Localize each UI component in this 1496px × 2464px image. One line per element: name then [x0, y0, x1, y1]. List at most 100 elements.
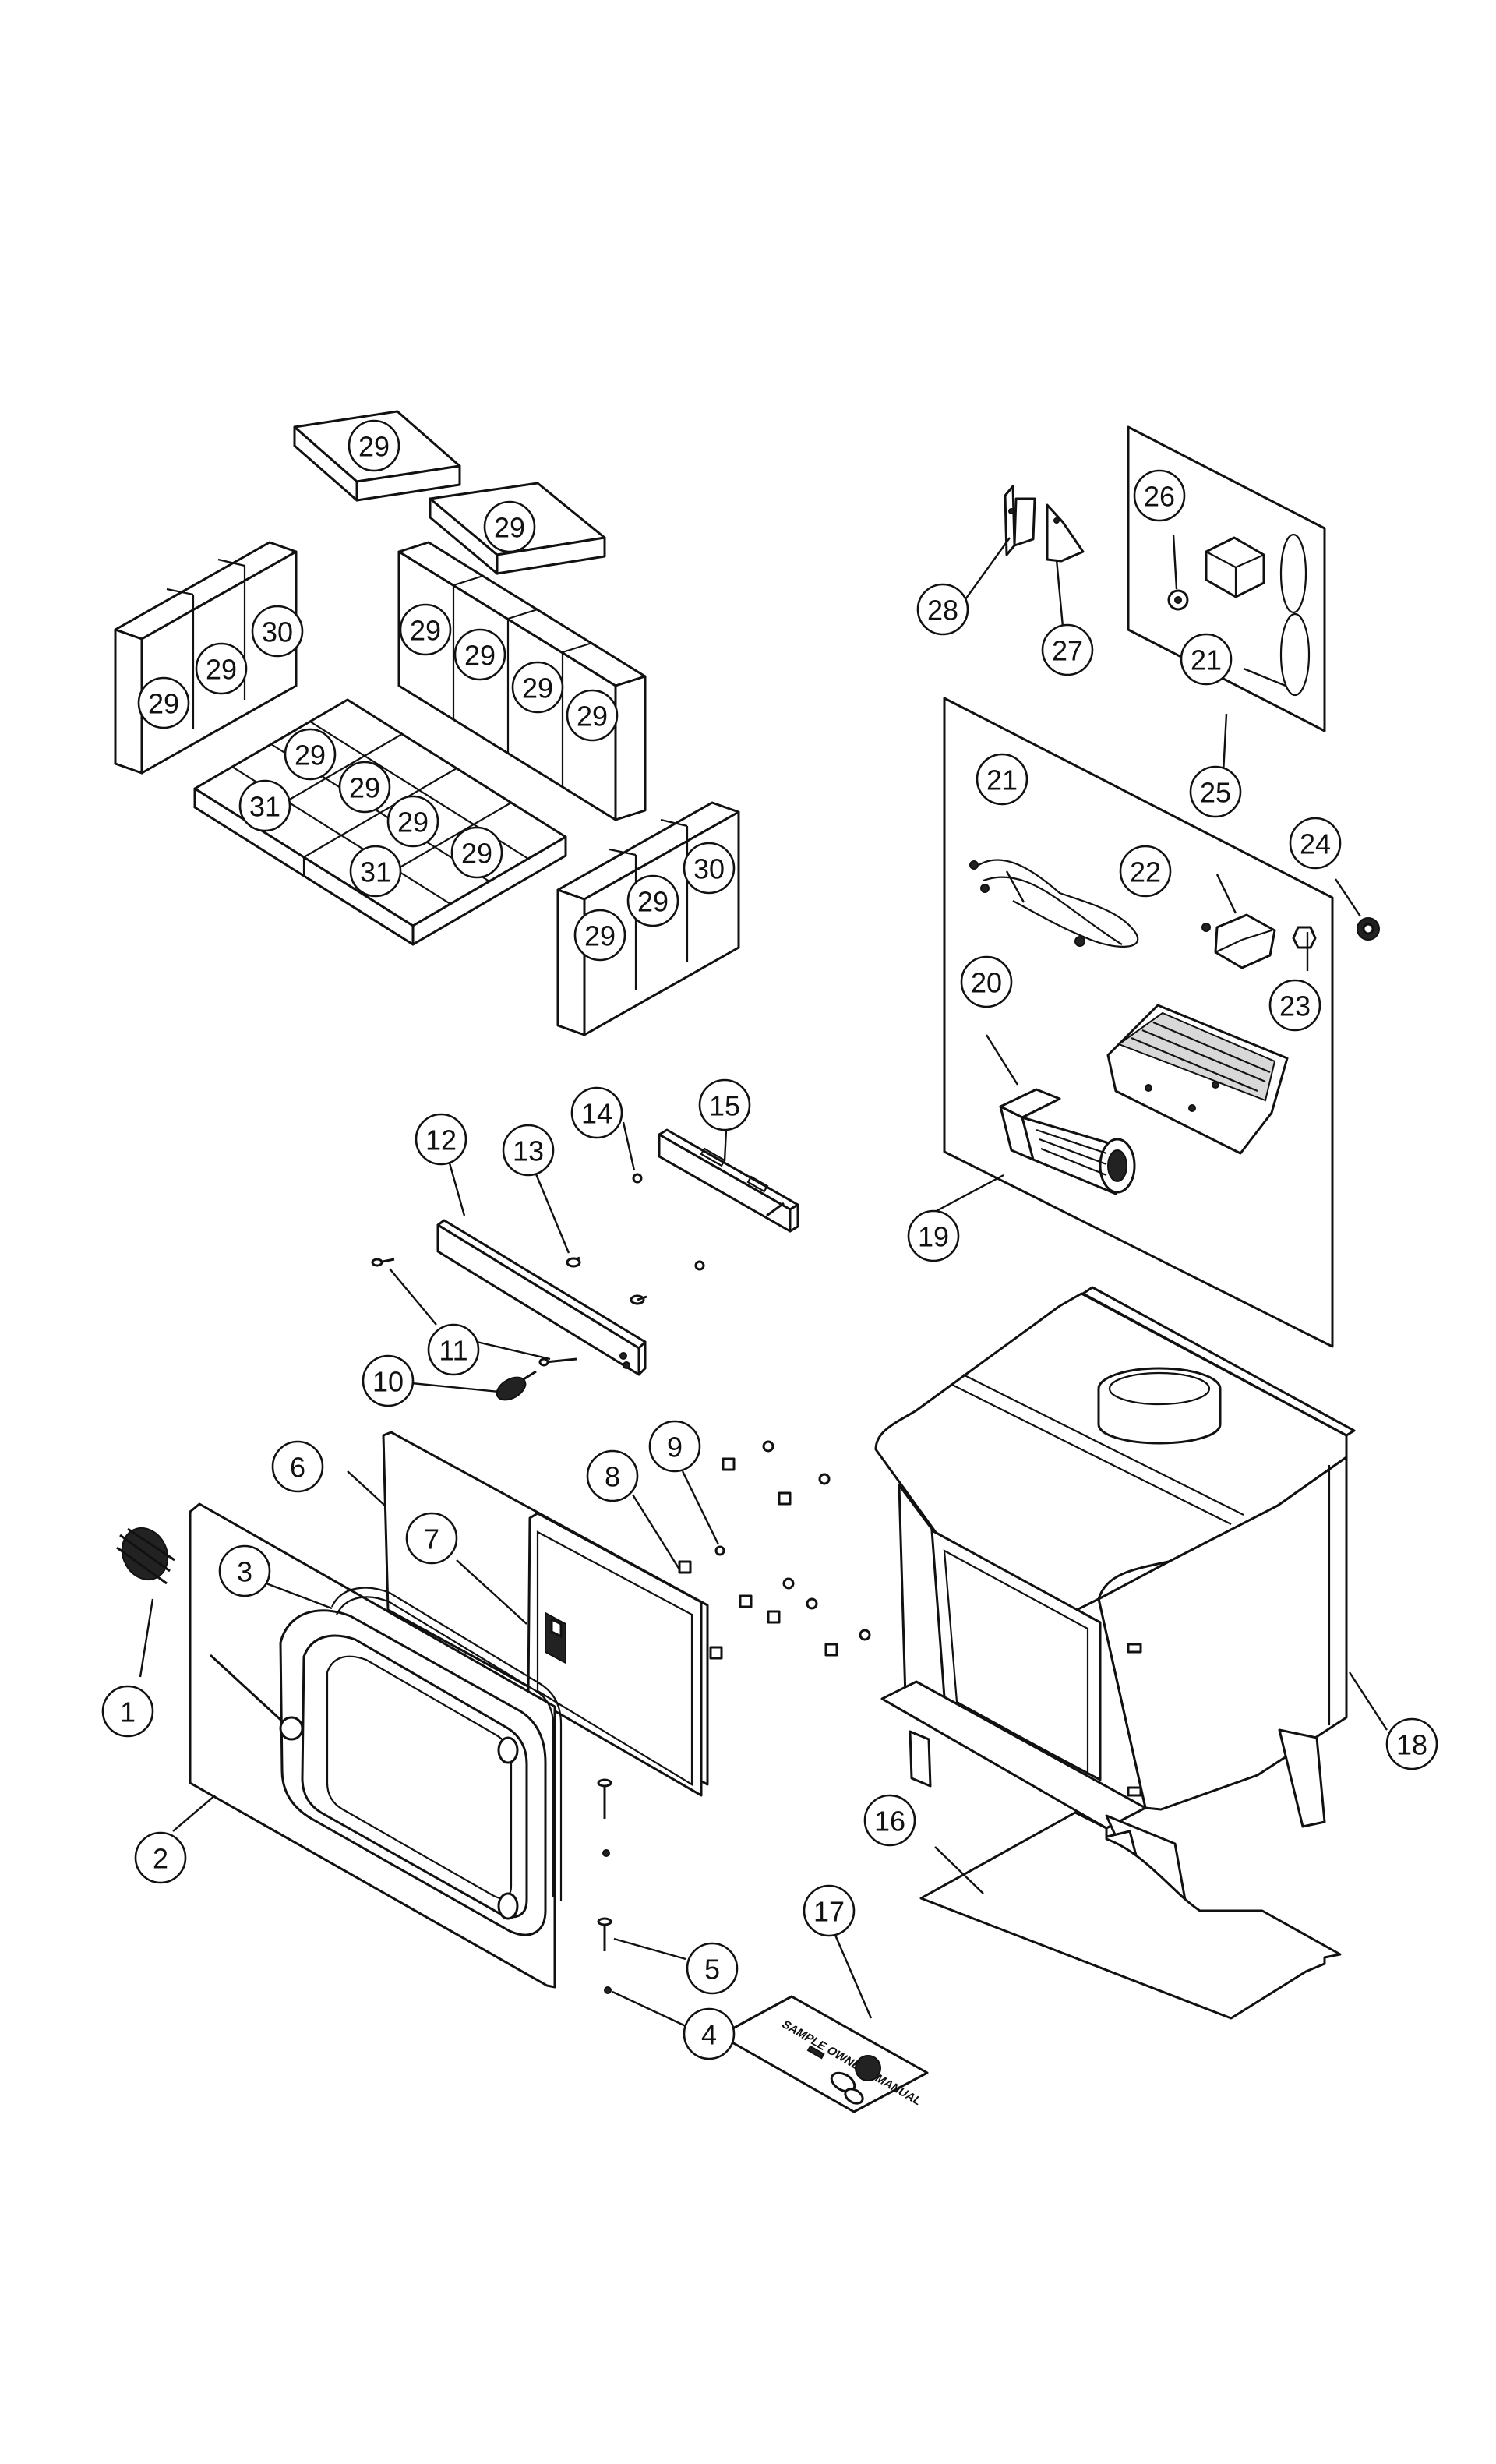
- callout-circle: [1385, 1717, 1438, 1770]
- callout-circle: [362, 1354, 415, 1407]
- callout-circle: [483, 500, 536, 553]
- door-gasket-panel: [347, 1431, 709, 1797]
- callout-circle: [271, 1440, 324, 1493]
- callout-number: 29: [148, 688, 179, 720]
- callout-31: 31: [238, 779, 291, 832]
- callout-circle: [1180, 633, 1233, 686]
- callout-circle: [960, 955, 1013, 1008]
- callout-12: 12: [415, 1113, 468, 1166]
- callout-29: 29: [348, 419, 400, 472]
- firebrick-set: [114, 410, 740, 1036]
- callout-number: 3: [237, 1556, 252, 1588]
- callout-29: 29: [566, 689, 619, 742]
- callout-number: 4: [701, 2019, 717, 2051]
- callout-4: 4: [683, 2007, 736, 2060]
- callout-29: 29: [284, 728, 337, 781]
- callout-circle: [1189, 765, 1242, 818]
- callout-29: 29: [338, 761, 391, 814]
- callout-number: 23: [1279, 990, 1311, 1022]
- callout-circle: [101, 1685, 154, 1738]
- callout-2: 2: [134, 1831, 187, 1884]
- callout-number: 2: [153, 1843, 168, 1875]
- callout-24: 24: [1289, 817, 1342, 870]
- callout-circle: [916, 583, 969, 636]
- callout-circle: [251, 605, 304, 658]
- callout-circle: [349, 845, 402, 898]
- callout-circle: [648, 1420, 701, 1473]
- callout-31: 31: [349, 845, 402, 898]
- callout-8: 8: [586, 1449, 639, 1502]
- callout-3: 3: [218, 1544, 271, 1597]
- callout-number: 25: [1200, 777, 1231, 809]
- callout-number: 13: [513, 1135, 544, 1167]
- callout-circle: [683, 2007, 736, 2060]
- callout-circle: [1041, 623, 1094, 676]
- callout-15: 15: [698, 1078, 751, 1131]
- callout-circle: [284, 728, 337, 781]
- callout-number: 15: [709, 1090, 740, 1122]
- callout-22: 22: [1119, 845, 1172, 898]
- callout-circle: [1133, 469, 1186, 522]
- callout-29: 29: [626, 874, 679, 927]
- callout-circle: [348, 419, 400, 472]
- callout-number: 31: [249, 791, 280, 823]
- callout-number: 10: [372, 1366, 404, 1398]
- callout-number: 29: [397, 807, 429, 838]
- callout-number: 29: [295, 740, 326, 771]
- callout-1: 1: [101, 1685, 154, 1738]
- floor-protector-16: [919, 1811, 1342, 2020]
- callout-number: 29: [464, 640, 496, 672]
- callout-27: 27: [1041, 623, 1094, 676]
- callout-circle: [386, 795, 439, 848]
- callout-number: 17: [813, 1896, 845, 1928]
- callout-21: 21: [1180, 633, 1233, 686]
- handle-knob-10: [403, 1370, 537, 1401]
- blower-kit-panel: [933, 697, 1334, 1348]
- callout-number: 22: [1130, 856, 1161, 888]
- callout-number: 14: [581, 1098, 612, 1130]
- callout-21: 21: [976, 753, 1028, 806]
- callout-circle: [502, 1124, 555, 1177]
- stove-body: [874, 1286, 1388, 1926]
- firebrick-back-wall: [397, 541, 647, 821]
- bracket-parts: [961, 485, 1085, 627]
- callout-23: 23: [1268, 979, 1321, 1032]
- callout-circle: [1268, 979, 1321, 1032]
- callout-number: 29: [206, 654, 237, 686]
- callout-29: 29: [573, 909, 626, 962]
- callout-number: 18: [1396, 1729, 1427, 1761]
- callout-number: 9: [667, 1431, 683, 1463]
- callout-number: 30: [262, 616, 293, 648]
- callout-number: 29: [577, 701, 608, 732]
- callout-circle: [338, 761, 391, 814]
- callout-circle: [863, 1794, 916, 1847]
- callout-circle: [453, 628, 506, 681]
- callout-circle: [976, 753, 1028, 806]
- callout-29: 29: [137, 676, 190, 729]
- callout-circle: [570, 1086, 623, 1139]
- callout-11: 11: [427, 1323, 480, 1376]
- callout-number: 16: [874, 1806, 905, 1837]
- callout-number: 19: [918, 1221, 949, 1253]
- callout-29: 29: [511, 661, 564, 714]
- callout-29: 29: [386, 795, 439, 848]
- callout-29: 29: [399, 603, 452, 656]
- grommet-24: [1335, 878, 1380, 941]
- callout-circle: [450, 826, 503, 879]
- callout-29: 29: [450, 826, 503, 879]
- callout-number: 29: [494, 512, 525, 544]
- callout-number: 21: [986, 764, 1018, 796]
- callout-number: 29: [349, 772, 380, 804]
- callout-number: 31: [360, 856, 391, 888]
- callout-number: 7: [424, 1523, 439, 1555]
- callout-19: 19: [907, 1209, 960, 1262]
- owners-manual-17: SAMPLE OWNERS MANUAL: [718, 1927, 929, 2113]
- rods-11: [371, 1258, 577, 1367]
- callout-number: 29: [410, 615, 441, 647]
- callout-circle: [1119, 845, 1172, 898]
- callout-circle: [573, 909, 626, 962]
- callout-circle: [683, 842, 736, 895]
- callout-number: 11: [439, 1335, 468, 1367]
